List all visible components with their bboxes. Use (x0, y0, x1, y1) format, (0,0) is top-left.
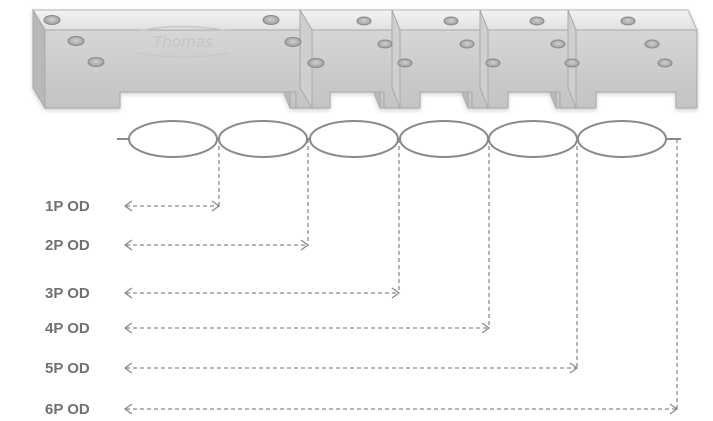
label-1p-od: 1P OD (45, 198, 90, 215)
ring-4 (399, 120, 489, 158)
ring-5 (488, 120, 578, 158)
dimension-2p: 2P OD (45, 139, 310, 254)
ring-1 (128, 120, 218, 158)
dimension-3p: 3P OD (45, 139, 401, 302)
chain (117, 120, 681, 158)
label-5p-od: 5P OD (45, 360, 90, 377)
label-2p-od: 2P OD (45, 237, 90, 254)
ring-3 (309, 120, 399, 158)
plate-module-1: Thomas (32, 8, 325, 110)
thomas-logo: Thomas (137, 25, 229, 58)
logo-text: Thomas (153, 33, 213, 51)
od-dimensions: 1P OD 2P OD 3P OD 4P OD (45, 139, 679, 418)
dimension-5p: 5P OD (45, 139, 579, 377)
label-3p-od: 3P OD (45, 285, 90, 302)
ring-6 (577, 120, 667, 158)
plate-module-2 (281, 9, 413, 109)
ring-2 (218, 120, 308, 158)
dimension-4p: 4P OD (45, 139, 491, 337)
dimension-1p: 1P OD (45, 139, 221, 215)
label-4p-od: 4P OD (45, 320, 90, 337)
label-6p-od: 6P OD (45, 401, 90, 418)
dimension-6p: 6P OD (45, 139, 679, 418)
conveyor-plates: Thomas (32, 8, 698, 110)
